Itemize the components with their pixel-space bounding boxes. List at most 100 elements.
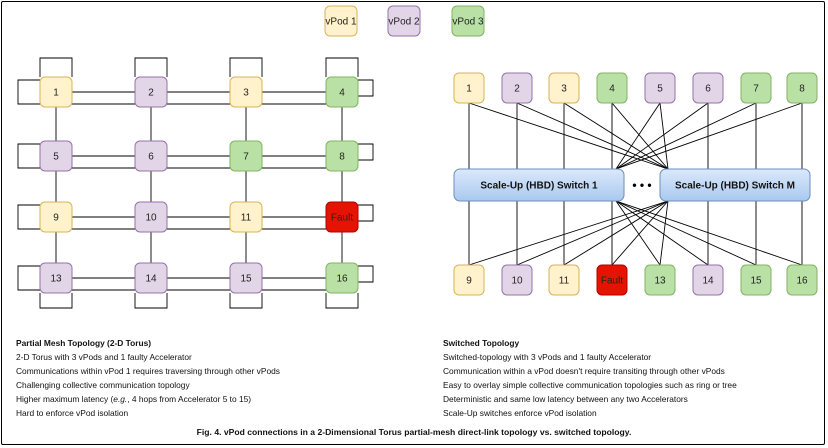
torus-line-2: Communications within vPod 1 requires tr… — [16, 366, 280, 376]
legend-vpod2: vPod 2 — [387, 5, 421, 37]
legend-vpod3-label: vPod 3 — [452, 17, 484, 28]
torus-col-wrap-bottom-1 — [39, 293, 73, 309]
torus-node-11-label: 11 — [241, 213, 252, 224]
legend-vpod1-label: vPod 1 — [325, 17, 357, 28]
switched-line-5: Scale-Up switches enforce vPod isolation — [443, 408, 597, 418]
switched-top-node-5-label: 5 — [657, 84, 663, 95]
switched-line-4: Deterministic and same low latency betwe… — [443, 394, 688, 404]
switchm-up-link-1 — [468, 102, 669, 170]
torus-node-15: 15 — [229, 262, 263, 294]
switched-top-node-4-label: 4 — [609, 84, 615, 95]
torus-node-11: 11 — [229, 201, 263, 233]
torus-node-9-label: 9 — [53, 213, 59, 224]
scale-up-switch-m-label: Scale-Up (HBD) Switch M — [675, 181, 795, 192]
switched-bottom-node-13-label: 13 — [654, 276, 666, 287]
torus-line-4-post: , 4 hops from Accelerator 5 to 15) — [127, 394, 252, 404]
switch1-up-link-6 — [615, 102, 709, 170]
torus-node-2: 2 — [134, 76, 168, 108]
switchm-up-link-3 — [563, 102, 669, 170]
switched-top-node-4: 4 — [596, 72, 628, 104]
torus-node-4: 4 — [325, 76, 359, 108]
switched-top-node-6-label: 6 — [705, 84, 711, 95]
legend-vpod1: vPod 1 — [324, 5, 358, 37]
torus-node-4-label: 4 — [339, 88, 345, 99]
switched-top-node-8-label: 8 — [799, 84, 805, 95]
switched-top-node-7-label: 7 — [753, 84, 759, 95]
switch1-up-link-7 — [615, 102, 757, 170]
torus-col-wrap-top-4 — [325, 57, 359, 77]
scale-up-switch-m: Scale-Up (HBD) Switch M — [659, 168, 811, 202]
figure-caption: Fig. 4. vPod connections in a 2-Dimensio… — [196, 427, 632, 437]
switchm-up-link-5 — [659, 102, 669, 170]
switch1-down-link-8 — [615, 200, 803, 266]
switched-top-node-7: 7 — [740, 72, 772, 104]
switched-top-node-6: 6 — [692, 72, 724, 104]
torus-row-wrap-2 — [17, 143, 326, 169]
torus-title: Partial Mesh Topology (2-D Torus) — [16, 338, 152, 348]
torus-node-16-label: 16 — [336, 274, 348, 285]
switch1-up-link-8 — [615, 102, 803, 170]
switched-bottom-node-15: 15 — [740, 264, 772, 296]
switched-bottom-node-9: 9 — [453, 264, 485, 296]
switched-bottom-node-14-label: 14 — [702, 276, 714, 287]
switched-top-node-3-label: 3 — [561, 84, 567, 95]
switched-bottom-node-13: 13 — [644, 264, 676, 296]
switched-bottom-node-16: 16 — [786, 264, 818, 296]
link-layer — [17, 57, 803, 309]
switched-bottom-node-10-label: 10 — [511, 276, 523, 287]
torus-row-wrap-end-1 — [358, 79, 374, 97]
scale-up-switch-1: Scale-Up (HBD) Switch 1 — [453, 168, 625, 202]
torus-row-wrap-end-4 — [358, 265, 374, 283]
switched-top-node-1: 1 — [453, 72, 485, 104]
switch-ellipsis: • • • — [632, 178, 651, 192]
switched-bottom-node-14: 14 — [692, 264, 724, 296]
switched-line-1: Switched-topology with 3 vPods and 1 fau… — [443, 352, 652, 362]
torus-col-wrap-top-2 — [134, 57, 168, 77]
torus-col-wrap-bottom-4 — [325, 293, 359, 309]
torus-line-1: 2-D Torus with 3 vPods and 1 faulty Acce… — [16, 352, 192, 362]
torus-line-4-em: e.g. — [113, 394, 128, 404]
torus-col-wrap-bottom-3 — [229, 293, 263, 309]
torus-node-2-label: 2 — [148, 88, 154, 99]
torus-node-3: 3 — [229, 76, 263, 108]
switchm-down-link-3 — [563, 200, 669, 266]
switched-bottom-node-9-label: 9 — [466, 276, 472, 287]
torus-line-4-pre: Higher maximum latency ( — [16, 394, 114, 404]
torus-node-6-label: 6 — [148, 152, 154, 163]
switched-line-2: Communication within a vPod doesn't requ… — [443, 366, 725, 376]
torus-node-13-label: 13 — [50, 274, 62, 285]
torus-node-5: 5 — [39, 140, 73, 172]
switched-bottom-node-16-label: 16 — [796, 276, 808, 287]
switched-top-node-1-label: 1 — [466, 84, 472, 95]
legend-vpod2-label: vPod 2 — [388, 17, 420, 28]
torus-line-4: Higher maximum latency (e.g., 4 hops fro… — [16, 392, 280, 406]
torus-row-wrap-4 — [17, 265, 326, 291]
scale-up-switch-1-label: Scale-Up (HBD) Switch 1 — [480, 181, 598, 192]
torus-node-13: 13 — [39, 262, 73, 294]
switched-bottom-node-10: 10 — [501, 264, 533, 296]
torus-node-16: 16 — [325, 262, 359, 294]
torus-line-5: Hard to enforce vPod isolation — [16, 408, 129, 418]
switched-top-node-2-label: 2 — [514, 84, 520, 95]
torus-col-wrap-top-1 — [39, 57, 73, 77]
switched-bottom-node-11: 11 — [548, 264, 580, 296]
switch1-down-link-7 — [615, 200, 757, 266]
torus-col-wrap-top-3 — [229, 57, 263, 77]
switchm-up-link-4 — [611, 102, 669, 170]
switched-top-node-2: 2 — [501, 72, 533, 104]
torus-row-wrap-end-2 — [358, 143, 374, 161]
torus-node-14-label: 14 — [145, 274, 157, 285]
torus-node-7-label: 7 — [243, 152, 249, 163]
switched-bottom-node-11-label: 11 — [559, 276, 570, 287]
switchm-down-link-1 — [468, 200, 669, 266]
switchm-down-link-5 — [659, 200, 669, 266]
torus-node-1-label: 1 — [53, 88, 59, 99]
torus-description: Partial Mesh Topology (2-D Torus) 2-D To… — [16, 336, 280, 420]
switch1-down-link-6 — [615, 200, 709, 266]
torus-row-wrap-end-3 — [358, 204, 374, 222]
torus-line-3: Challenging collective communication top… — [16, 380, 190, 390]
switch1-up-link-5 — [615, 102, 661, 170]
